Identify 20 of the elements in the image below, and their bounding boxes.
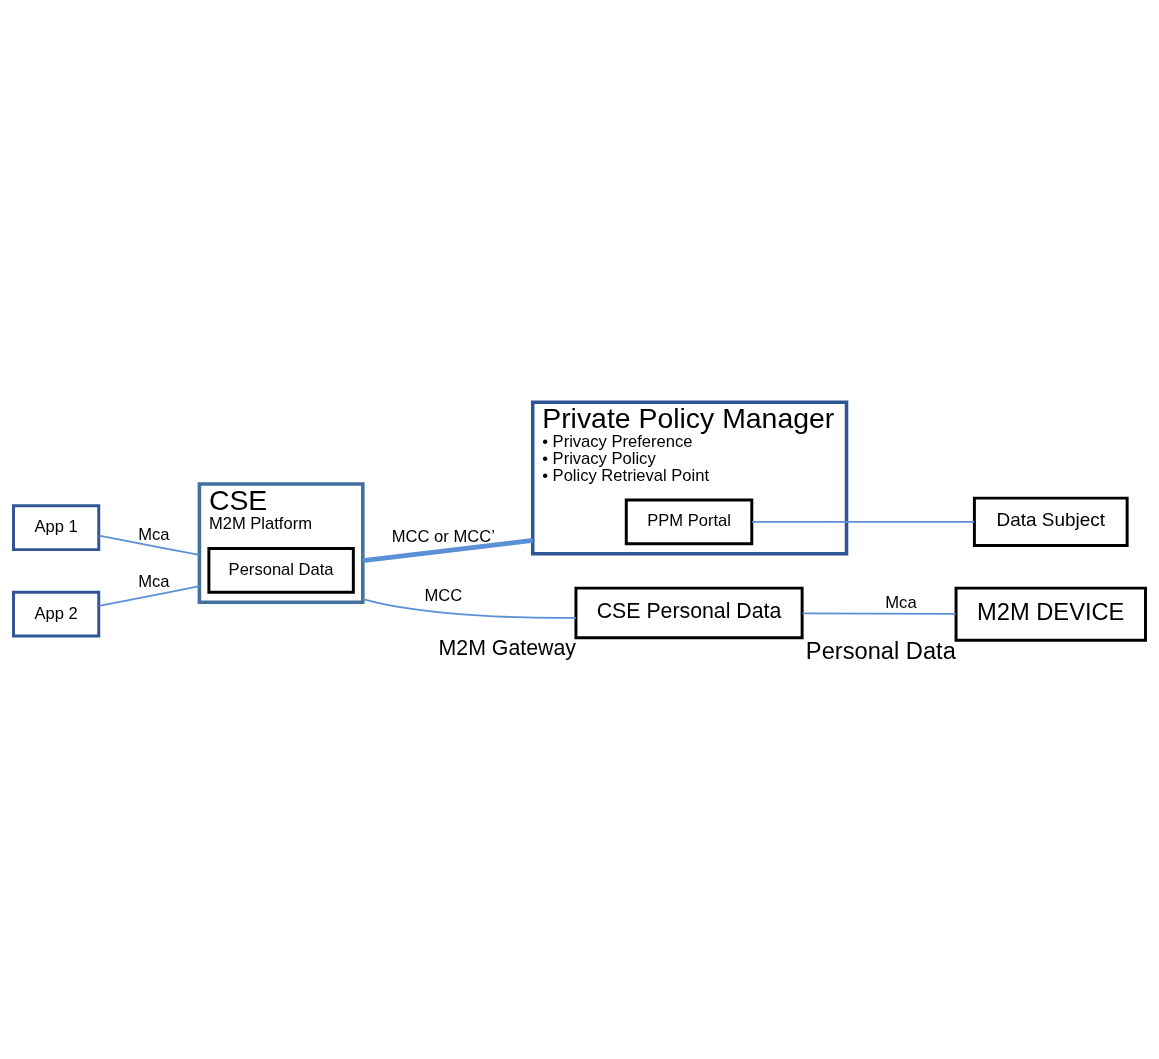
node-box: App 2 [12,590,101,638]
connector [801,612,957,615]
node-box: CSE Personal Data [574,586,804,640]
node-box: Personal Data [207,546,355,594]
connector [362,538,533,564]
node-box: App 1 [12,504,101,552]
node-box: PPM Portal [624,498,754,546]
edge-label: Mca [885,593,917,613]
node-box: M2M DEVICE [954,586,1147,642]
connector [98,534,201,556]
connector [361,598,577,619]
edge-label: MCC or MCC’ [391,527,495,547]
node-box: Data Subject [972,496,1129,547]
node-label: M2M Gateway [438,635,576,660]
connector [98,585,201,607]
connector [751,520,976,523]
edge-label: MCC [424,586,463,606]
edge-label: Mca [138,572,170,592]
node-label: Personal Data [805,638,956,665]
edge-label: Mca [138,524,170,544]
